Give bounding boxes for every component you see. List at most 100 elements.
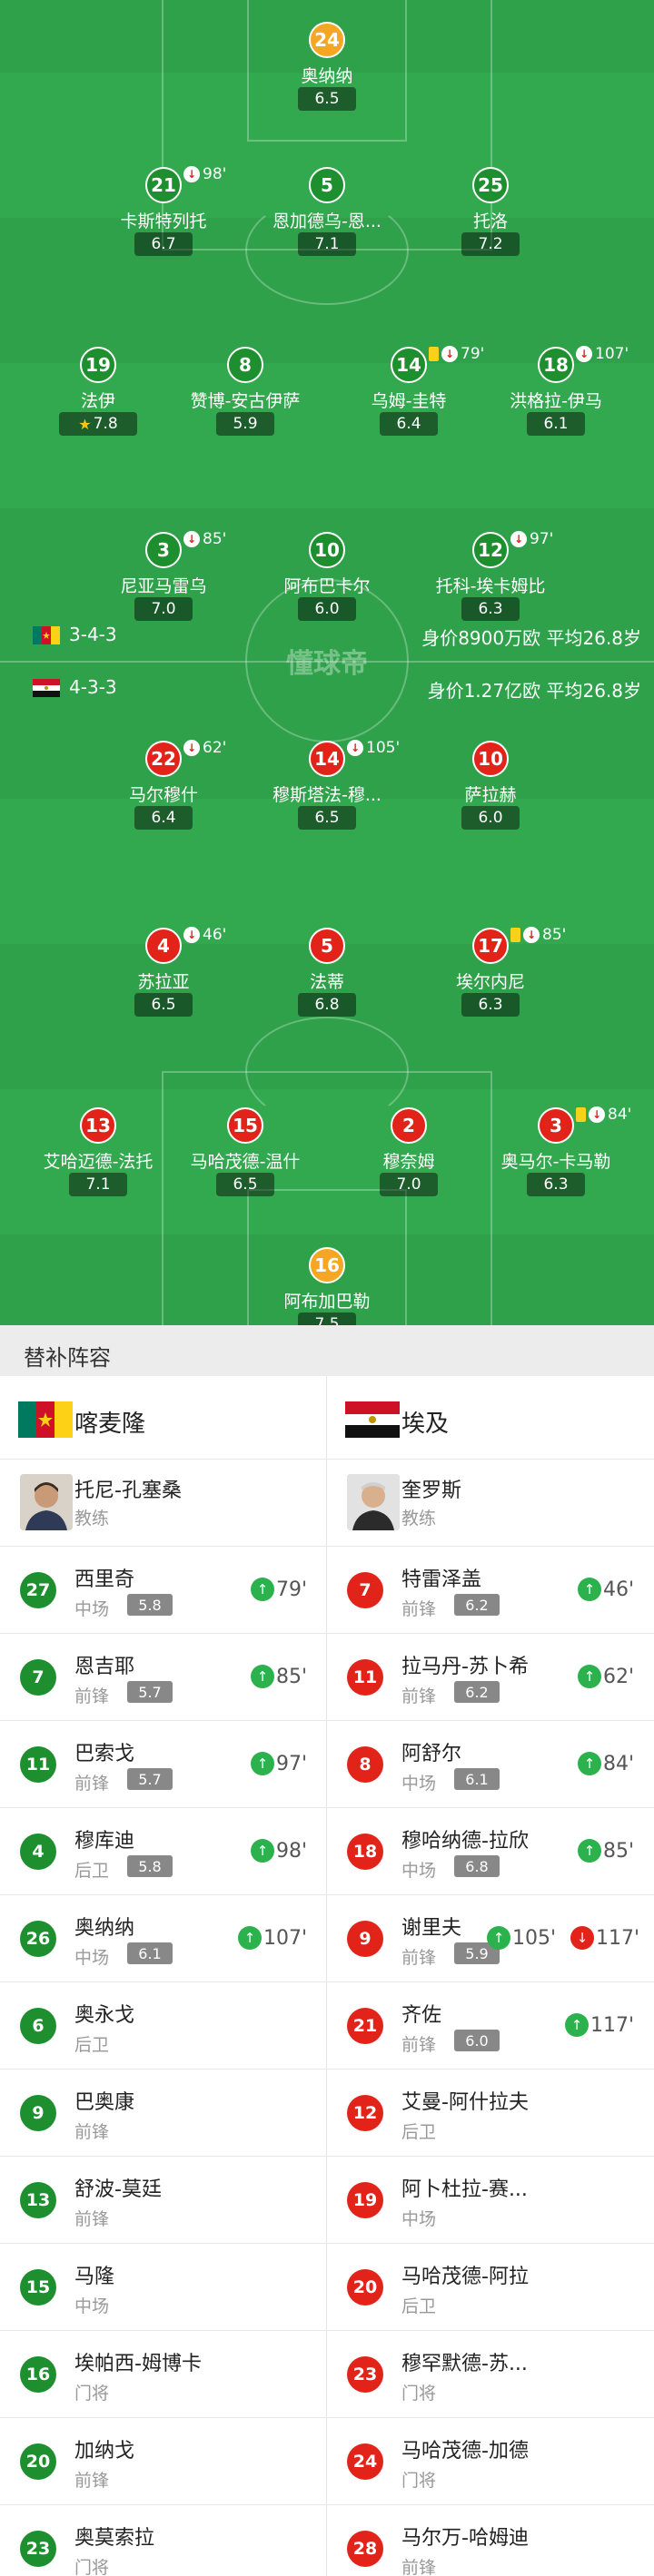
sub-time: 79' bbox=[461, 345, 485, 363]
sub-rating: 6.1 bbox=[454, 1768, 500, 1790]
sub-rating: 6.2 bbox=[454, 1681, 500, 1703]
sub-number: 13 bbox=[20, 2182, 56, 2218]
away-coach-row[interactable]: 奎罗斯 教练 bbox=[327, 1460, 654, 1547]
player-name: 恩加德乌-恩... bbox=[272, 211, 382, 231]
player-name: 穆斯塔法-穆... bbox=[272, 785, 382, 805]
player-name: 马哈茂德-温什 bbox=[190, 1152, 301, 1172]
sub-out-icon: ↓ bbox=[183, 740, 200, 756]
sub-name: 马隆 bbox=[74, 2266, 115, 2288]
avatar bbox=[20, 1474, 73, 1530]
sub-position: 后卫 bbox=[74, 1861, 110, 1881]
sub-out-icon: ↓ bbox=[510, 531, 527, 547]
sub-rating: 6.1 bbox=[127, 1942, 173, 1964]
player-name: 托科-埃卡姆比 bbox=[435, 576, 546, 596]
home-team-header[interactable]: 喀麦隆 bbox=[0, 1376, 326, 1460]
player-events: ↓107' bbox=[576, 345, 629, 363]
sub-out-icon: ↓ bbox=[183, 927, 200, 943]
egypt-flag-icon bbox=[33, 679, 60, 697]
sub-number: 15 bbox=[20, 2269, 56, 2306]
away-team-name: 埃及 bbox=[401, 1411, 450, 1438]
player-name: 穆奈姆 bbox=[382, 1152, 435, 1172]
player-number: 15 bbox=[227, 1107, 263, 1144]
sub-number: 19 bbox=[347, 2182, 383, 2218]
player-number: 25 bbox=[472, 167, 509, 203]
player-rating: 6.5 bbox=[134, 993, 193, 1017]
cameroon-flag-icon bbox=[18, 1401, 73, 1438]
sub-name: 马哈茂德-加德 bbox=[401, 2440, 529, 2463]
away-team-header[interactable]: 埃及 bbox=[327, 1376, 654, 1460]
sub-name: 马哈茂德-阿拉 bbox=[401, 2266, 529, 2288]
sub-out-icon: ↓ bbox=[523, 927, 540, 943]
sub-in: ↑85' bbox=[251, 1665, 307, 1688]
cameroon-flag-icon bbox=[33, 626, 60, 644]
sub-name: 埃帕西-姆博卡 bbox=[74, 2353, 202, 2375]
player-name: 赞博-安古伊萨 bbox=[190, 391, 301, 411]
player-number: 24 bbox=[309, 22, 345, 58]
sub-in: ↑107' bbox=[238, 1926, 307, 1950]
sub-row[interactable]: 15 马隆中场 bbox=[0, 2244, 326, 2331]
player-rating: 6.8 bbox=[298, 993, 356, 1017]
sub-out-icon: ↓ bbox=[183, 166, 200, 182]
sub-name: 艾曼-阿什拉夫 bbox=[401, 2091, 529, 2114]
sub-out-icon: ↓ bbox=[589, 1106, 605, 1123]
sub-in-icon: ↑ bbox=[251, 1839, 274, 1863]
sub-rating: 6.0 bbox=[454, 2030, 500, 2051]
player-name: 法伊 bbox=[80, 391, 115, 411]
home-coach-row[interactable]: 托尼-孔塞桑 教练 bbox=[0, 1460, 326, 1547]
player-number: 8 bbox=[227, 347, 263, 383]
home-coach-name: 托尼-孔塞桑 bbox=[74, 1480, 182, 1502]
sub-in: ↑117' bbox=[565, 2013, 634, 2037]
home-team-info: 3-4-3 身价8900万欧 平均26.8岁 bbox=[0, 617, 654, 654]
player-name: 马尔穆什 bbox=[128, 785, 198, 805]
sub-number: 23 bbox=[20, 2531, 56, 2567]
star-icon: ★ bbox=[78, 415, 92, 433]
sub-position: 中场 bbox=[74, 2296, 110, 2316]
player-number: 19 bbox=[80, 347, 116, 383]
